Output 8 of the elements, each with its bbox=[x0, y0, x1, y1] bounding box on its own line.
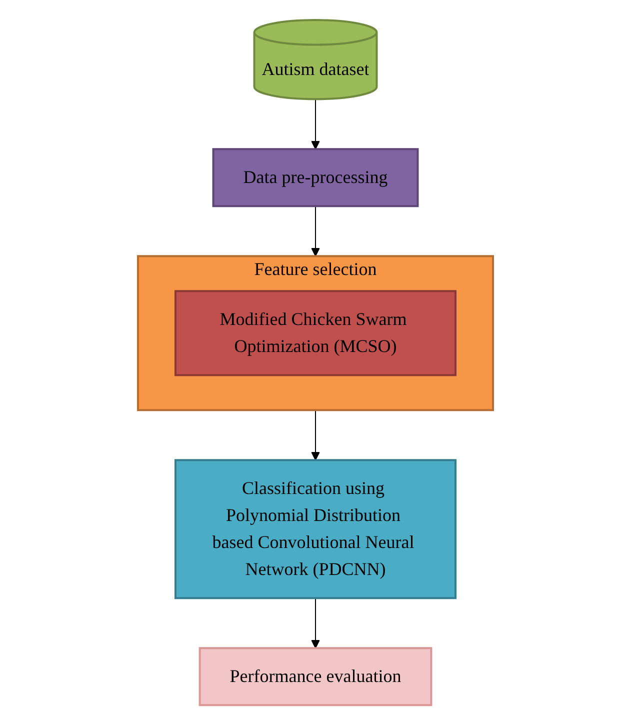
arrow bbox=[310, 410, 320, 461]
arrow bbox=[310, 598, 320, 649]
node-box: Classification using Polynomial Distribution based Convolutional Neural Network (PDCNN) bbox=[174, 460, 456, 600]
node-box: Performance evaluation bbox=[198, 648, 432, 707]
node-box: Modified Chicken Swarm Optimization (MCSO) bbox=[174, 290, 456, 377]
node-box: Data pre-processing bbox=[212, 148, 418, 208]
arrow bbox=[310, 99, 320, 150]
arrow bbox=[310, 206, 320, 257]
